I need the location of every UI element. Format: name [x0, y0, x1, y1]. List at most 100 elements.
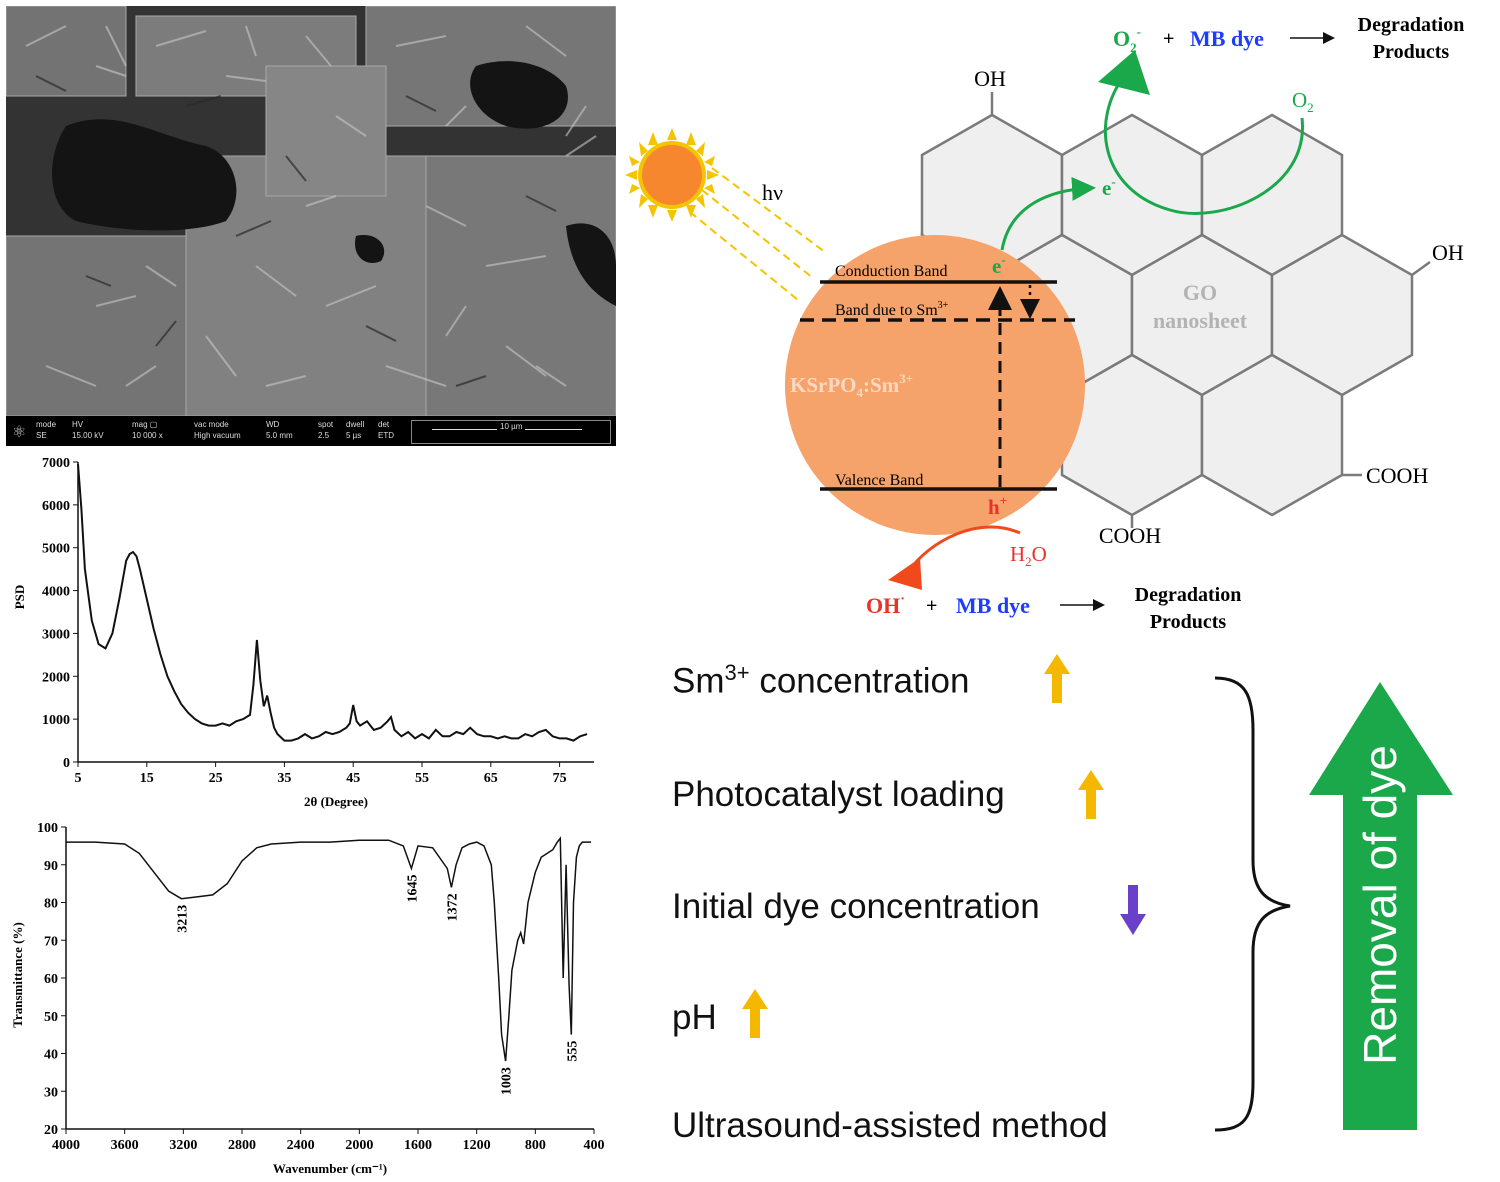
sem-mode-head: mode — [36, 420, 57, 429]
sem-vac-head: vac mode — [194, 420, 229, 429]
sem-wd-value: 5.0 mm — [266, 431, 293, 440]
light-rays — [689, 167, 826, 301]
factor-text: Initial dye concentration — [672, 887, 1040, 926]
electron-label-go: e- — [1102, 174, 1116, 200]
hv-label: hν — [762, 180, 783, 205]
x-tick-label: 2400 — [287, 1138, 315, 1153]
sem-hv-value: 15.00 kV — [72, 431, 104, 440]
oh-group-right: OH — [1432, 240, 1464, 265]
o2-reduction-arc — [1104, 74, 1304, 215]
factor-superscript: 3+ — [724, 660, 750, 685]
superoxide-label: O2- — [1113, 24, 1141, 55]
sem-mag-value: 10 000 x — [132, 431, 163, 440]
ftir-xlabel: Wavenumber (cm⁻¹) — [273, 1161, 387, 1176]
arrow-down-icon — [1120, 885, 1146, 935]
sem-hv-head: HV — [72, 420, 84, 429]
x-tick-label: 1600 — [404, 1138, 432, 1153]
sun-icon — [625, 128, 719, 222]
factor-sm-concentration: Sm3+ concentration — [672, 660, 969, 702]
factor-text: pH — [672, 998, 717, 1037]
hydroxyl-radical-label: OH· — [866, 592, 905, 618]
x-tick-label: 35 — [277, 771, 291, 786]
x-tick-label: 3200 — [169, 1138, 197, 1153]
oh-group-top: OH — [974, 66, 1006, 91]
bottom-product-line2: Products — [1150, 611, 1227, 633]
cooh-group-right: COOH — [1366, 463, 1428, 488]
water-oxidation-arrowhead — [888, 558, 922, 590]
factor-text: Ultrasound-assisted method — [672, 1106, 1108, 1145]
electron-transfer-arrow — [1000, 176, 1096, 251]
ftir-series-line — [66, 836, 592, 1062]
o2-reduction-arrowhead — [1098, 50, 1150, 95]
sem-micrograph — [6, 6, 616, 417]
factor-ph: pH — [672, 998, 717, 1038]
o2-label: O2 — [1292, 88, 1314, 115]
sm-band-label: Band due to Sm3+ — [835, 300, 949, 319]
top-product-line2: Products — [1373, 41, 1450, 63]
bottom-product-line1: Degradation — [1135, 584, 1242, 606]
y-tick-label: 5000 — [42, 542, 70, 557]
y-tick-label: 50 — [44, 1010, 58, 1025]
ftir-peak-label: 1003 — [500, 1067, 515, 1095]
y-tick-label: 2000 — [42, 670, 70, 685]
sem-mag-head: mag ▢ — [132, 420, 158, 429]
conduction-band-label: Conduction Band — [835, 263, 947, 280]
scale-bar-label: 10 µm — [497, 422, 526, 431]
y-tick-label: 7000 — [42, 456, 70, 471]
fei-logo-icon: ⚛ — [12, 424, 27, 441]
go-functional-bonds — [990, 92, 1431, 528]
x-tick-label: 1200 — [463, 1138, 491, 1153]
removal-arrow — [1309, 682, 1453, 1130]
ftir-ylabel: Transmittance (%) — [10, 922, 25, 1028]
y-tick-label: 4000 — [42, 585, 70, 600]
bottom-mb-dye: MB dye — [956, 593, 1030, 618]
factor-ultrasound-method: Ultrasound-assisted method — [672, 1106, 1108, 1146]
y-tick-label: 80 — [44, 897, 58, 912]
y-tick-label: 90 — [44, 859, 58, 874]
x-tick-label: 2800 — [228, 1138, 256, 1153]
scale-bar-box: 10 µm — [411, 420, 611, 444]
xrd-series-line — [77, 464, 588, 742]
factor-text: Photocatalyst loading — [672, 775, 1005, 814]
nanosheet-label: nanosheet — [1153, 308, 1248, 333]
sem-dwell-value: 5 µs — [346, 431, 362, 440]
curly-brace — [1214, 676, 1291, 1132]
sem-mode-value: SE — [36, 431, 47, 440]
x-tick-label: 2000 — [345, 1138, 373, 1153]
y-tick-label: 40 — [44, 1048, 58, 1063]
x-tick-label: 65 — [484, 771, 498, 786]
x-tick-label: 400 — [584, 1138, 605, 1153]
arrow-up-icon — [1078, 770, 1104, 819]
x-tick-label: 15 — [140, 771, 154, 786]
factor-text: Sm — [672, 661, 725, 701]
y-tick-label: 6000 — [42, 499, 70, 514]
y-tick-label: 20 — [44, 1123, 58, 1138]
ftir-peak-label: 3213 — [175, 905, 190, 933]
electron-label-cb: e- — [992, 252, 1006, 278]
factor-photocatalyst-loading: Photocatalyst loading — [672, 775, 1005, 815]
mechanism-diagram: OH OH COOH COOH GO nanosheet — [625, 14, 1465, 633]
hole-label: h+ — [988, 493, 1007, 519]
sem-det-head: det — [378, 420, 390, 429]
xrd-xlabel: 2θ (Degree) — [304, 794, 368, 809]
ftir-peak-label: 1645 — [405, 875, 420, 903]
top-product-line1: Degradation — [1358, 14, 1465, 36]
go-label: GO — [1183, 280, 1217, 305]
particle-label: KSrPO4:Sm3+ — [790, 371, 913, 400]
factor-initial-dye-concentration: Initial dye concentration — [672, 887, 1040, 927]
ksrpo4-particle — [785, 235, 1085, 535]
x-tick-label: 55 — [415, 771, 429, 786]
x-tick-label: 25 — [209, 771, 223, 786]
go-nanosheet — [920, 113, 1414, 517]
bottom-plus: + — [926, 595, 937, 617]
x-tick-label: 3600 — [111, 1138, 139, 1153]
sem-wd-head: WD — [266, 420, 280, 429]
y-tick-label: 0 — [63, 756, 70, 771]
ftir-peak-label: 1372 — [445, 893, 460, 921]
